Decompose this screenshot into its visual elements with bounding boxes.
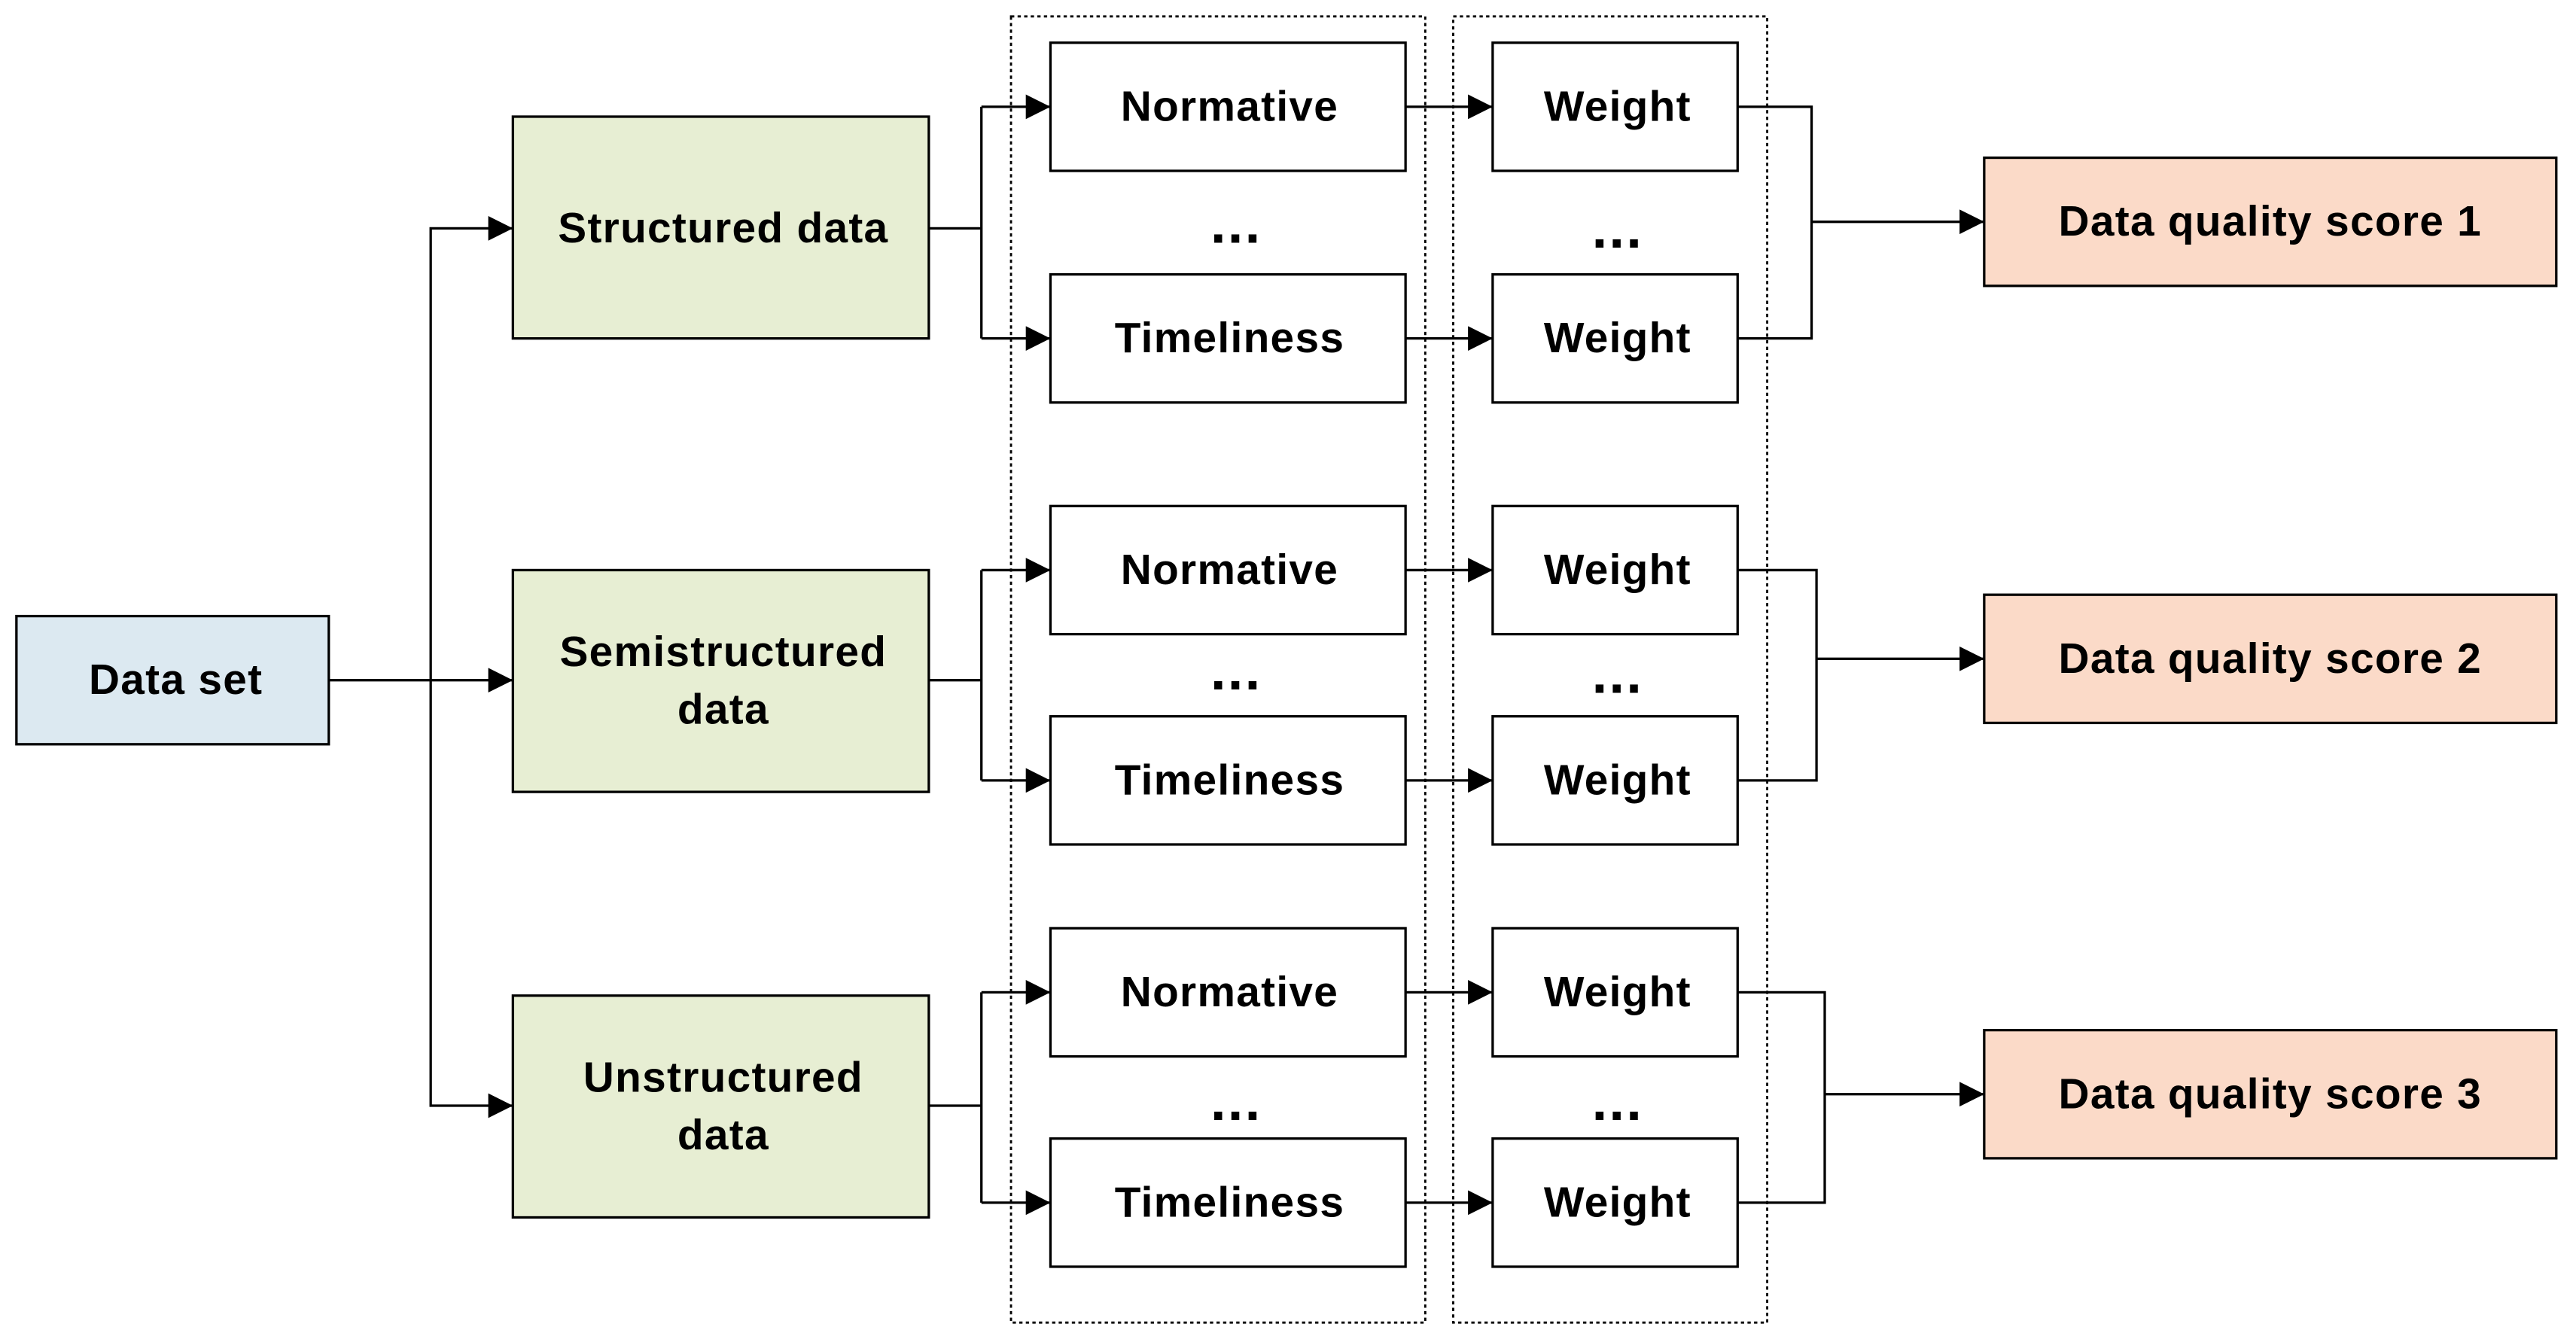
weight-label: Weight: [1544, 315, 1691, 362]
indicator-ellipsis: ...: [1210, 192, 1262, 254]
category-box: [511, 568, 930, 793]
indicator-box-timeliness: [1049, 1137, 1407, 1268]
indicator-ellipsis: ...: [1210, 1070, 1262, 1132]
indicator-box-normative: [1049, 41, 1407, 172]
indicator-box-normative: [1049, 504, 1407, 636]
indicator-ellipsis: ...: [1210, 639, 1262, 701]
weight-merge-bracket-3: [1737, 991, 1826, 1204]
indicator-label-normative: Normative: [1121, 83, 1338, 130]
indicator-label-normative: Normative: [1121, 546, 1338, 594]
weight-label: Weight: [1544, 1179, 1691, 1226]
weight-box: [1491, 272, 1739, 404]
category-label-line-2: data: [677, 1112, 769, 1159]
weight-column-frame: [1452, 15, 1768, 1324]
dotted-group-frames: [1009, 15, 1768, 1324]
arrow-to-structured: [429, 216, 513, 680]
weight-ellipsis: ...: [1592, 197, 1643, 260]
source-node: Data set: [15, 614, 330, 746]
indicator-label-timeliness: Timeliness: [1115, 756, 1344, 804]
quality-group-3: Normative ... Timeliness Weight ... Weig…: [1049, 927, 2558, 1268]
category-label-line-1: Unstructured: [583, 1054, 863, 1101]
indicator-column-frame: [1009, 15, 1427, 1324]
quality-group-2: Normative ... Timeliness Weight ... Weig…: [1049, 504, 2558, 846]
category-box: [511, 994, 930, 1219]
indicator-box-timeliness: [1049, 715, 1407, 846]
weight-box: [1491, 1137, 1739, 1268]
weight-merge-bracket-2: [1737, 568, 1818, 782]
weight-box: [1491, 715, 1739, 846]
category-label-line-2: data: [677, 686, 769, 733]
weight-label: Weight: [1544, 546, 1691, 594]
category-label: Structured data: [558, 205, 888, 252]
weight-label: Weight: [1544, 756, 1691, 804]
weight-box: [1491, 41, 1739, 172]
indicator-box-timeliness: [1049, 272, 1407, 404]
data-set-box: [15, 614, 330, 746]
score-box: [1983, 593, 2558, 725]
score-box: [1983, 156, 2558, 288]
arrow-to-unstructured: [429, 680, 513, 1118]
weight-label: Weight: [1544, 969, 1691, 1016]
score-box: [1983, 1028, 2558, 1160]
data-set-label: Data set: [89, 656, 263, 704]
weight-label: Weight: [1544, 83, 1691, 130]
quality-group-1: Normative ... Timeliness Weight ... Weig…: [1049, 41, 2558, 404]
category-nodes: Structured data Semistructured data Unst…: [511, 115, 930, 1219]
category-unstructured: Unstructured data: [511, 994, 930, 1219]
score-label: Data quality score 2: [2059, 635, 2483, 683]
indicator-label-normative: Normative: [1121, 969, 1338, 1016]
weight-ellipsis: ...: [1592, 642, 1643, 704]
weight-box: [1491, 504, 1739, 636]
indicator-label-timeliness: Timeliness: [1115, 1179, 1344, 1226]
weight-ellipsis: ...: [1592, 1070, 1643, 1132]
score-label: Data quality score 1: [2059, 198, 2483, 245]
indicator-label-timeliness: Timeliness: [1115, 315, 1344, 362]
score-label: Data quality score 3: [2059, 1070, 2483, 1118]
category-structured: Structured data: [511, 115, 930, 340]
weight-box: [1491, 927, 1739, 1058]
category-box: [511, 115, 930, 340]
connector-lines: [328, 94, 1984, 1216]
indicator-box-normative: [1049, 927, 1407, 1058]
category-label-line-1: Semistructured: [559, 628, 887, 676]
weight-merge-bracket-1: [1737, 105, 1813, 340]
category-semistructured: Semistructured data: [511, 568, 930, 793]
